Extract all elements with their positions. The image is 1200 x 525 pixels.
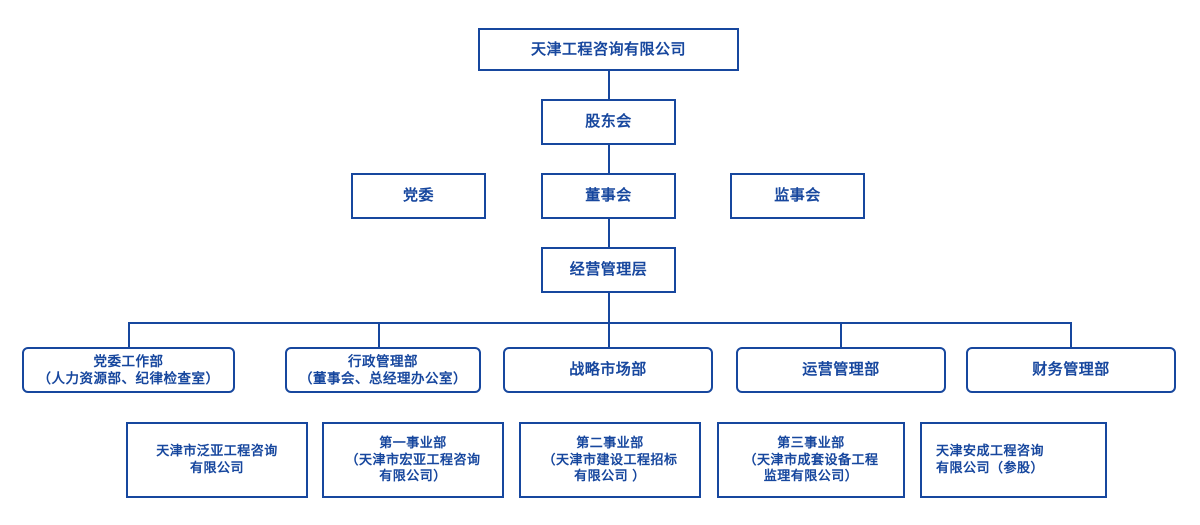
node-department-party-work[interactable]: 党委工作部 （人力资源部、纪律检查室） (22, 347, 235, 393)
node-board-of-supervisors[interactable]: 监事会 (730, 173, 865, 219)
node-root[interactable]: 天津工程咨询有限公司 (478, 28, 739, 71)
node-board-of-directors[interactable]: 董事会 (541, 173, 676, 219)
node-department-finance[interactable]: 财务管理部 (966, 347, 1176, 393)
connector-management-to-bus (608, 293, 610, 322)
connector-root-to-shareholders (608, 71, 610, 99)
node-business-unit-3-supervision[interactable]: 第三事业部 （天津市成套设备工程 监理有限公司） (717, 422, 905, 498)
node-business-unit-2-tendering[interactable]: 第二事业部 （天津市建设工程招标 有限公司 ） (519, 422, 701, 498)
connector-department-bus (128, 322, 1072, 324)
node-party-committee[interactable]: 党委 (351, 173, 486, 219)
node-business-unit-1-hongya[interactable]: 第一事业部 （天津市宏亚工程咨询 有限公司） (322, 422, 504, 498)
connector-bus-to-department-5 (1070, 322, 1072, 347)
node-affiliate-ancheng[interactable]: 天津安成工程咨询 有限公司（参股） (920, 422, 1107, 498)
connector-bus-to-department-4 (840, 322, 842, 347)
node-department-administration[interactable]: 行政管理部 （董事会、总经理办公室） (285, 347, 481, 393)
node-shareholders-meeting[interactable]: 股东会 (541, 99, 676, 145)
connector-bus-to-department-3 (608, 322, 610, 347)
connector-board-to-management (608, 219, 610, 247)
connector-bus-to-department-2 (378, 322, 380, 347)
node-department-strategy-market[interactable]: 战略市场部 (503, 347, 713, 393)
connector-bus-to-department-1 (128, 322, 130, 347)
node-management-layer[interactable]: 经营管理层 (541, 247, 676, 293)
node-department-operations[interactable]: 运营管理部 (736, 347, 946, 393)
connector-shareholders-to-board (608, 145, 610, 173)
node-subsidiary-fanya[interactable]: 天津市泛亚工程咨询 有限公司 (126, 422, 308, 498)
